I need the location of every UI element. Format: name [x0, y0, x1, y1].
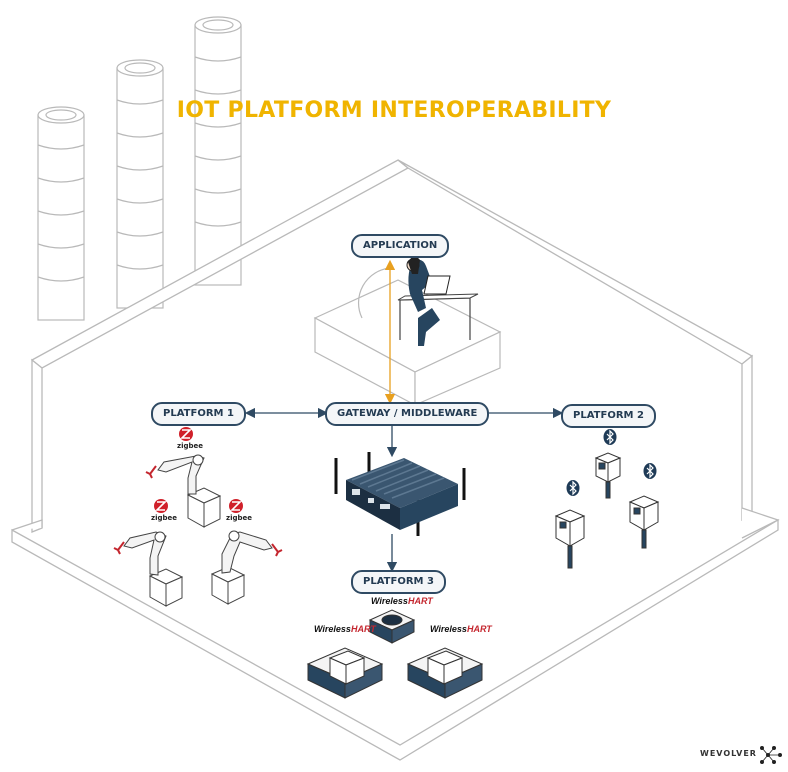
bluetooth-icon	[566, 429, 657, 496]
wirelesshart-suffix: HART	[407, 596, 433, 606]
zigbee-logo-icon	[154, 427, 243, 513]
wirelesshart-suffix: HART	[466, 624, 492, 634]
node-application: APPLICATION	[351, 234, 450, 258]
wirelesshart-label: WirelessHART	[314, 624, 376, 634]
wirelesshart-device-icon	[306, 609, 484, 699]
wirelesshart-prefix: Wireless	[314, 624, 351, 634]
zigbee-label: zigbee	[226, 514, 252, 522]
diagram-title: IOT PLATFORM INTEROPERABILITY	[176, 98, 612, 123]
wirelesshart-prefix: Wireless	[430, 624, 467, 634]
brand-wordmark: WEVOLVER	[700, 749, 757, 758]
node-platform-2: PLATFORM 2	[561, 404, 656, 428]
connectors	[244, 259, 564, 573]
chimney-left	[37, 106, 85, 321]
sensor-icon	[554, 452, 660, 569]
person-laptop-icon	[357, 256, 479, 346]
node-platform-3: PLATFORM 3	[351, 570, 446, 594]
wirelesshart-prefix: Wireless	[371, 596, 408, 606]
zigbee-label: zigbee	[151, 514, 177, 522]
wirelesshart-label: WirelessHART	[371, 596, 433, 606]
chimney-right	[194, 16, 242, 286]
zigbee-label: zigbee	[177, 442, 203, 450]
wevolver-logo-icon	[760, 746, 783, 765]
chimney-middle	[116, 59, 164, 309]
robot-arm-icon	[113, 454, 283, 607]
wirelesshart-label: WirelessHART	[430, 624, 492, 634]
room-walls	[11, 159, 780, 761]
gateway-device-icon	[334, 452, 466, 536]
node-gateway-middleware: GATEWAY / MIDDLEWARE	[325, 402, 490, 426]
chimneys	[37, 16, 242, 321]
wirelesshart-suffix: HART	[350, 624, 376, 634]
node-platform-1: PLATFORM 1	[151, 402, 246, 426]
